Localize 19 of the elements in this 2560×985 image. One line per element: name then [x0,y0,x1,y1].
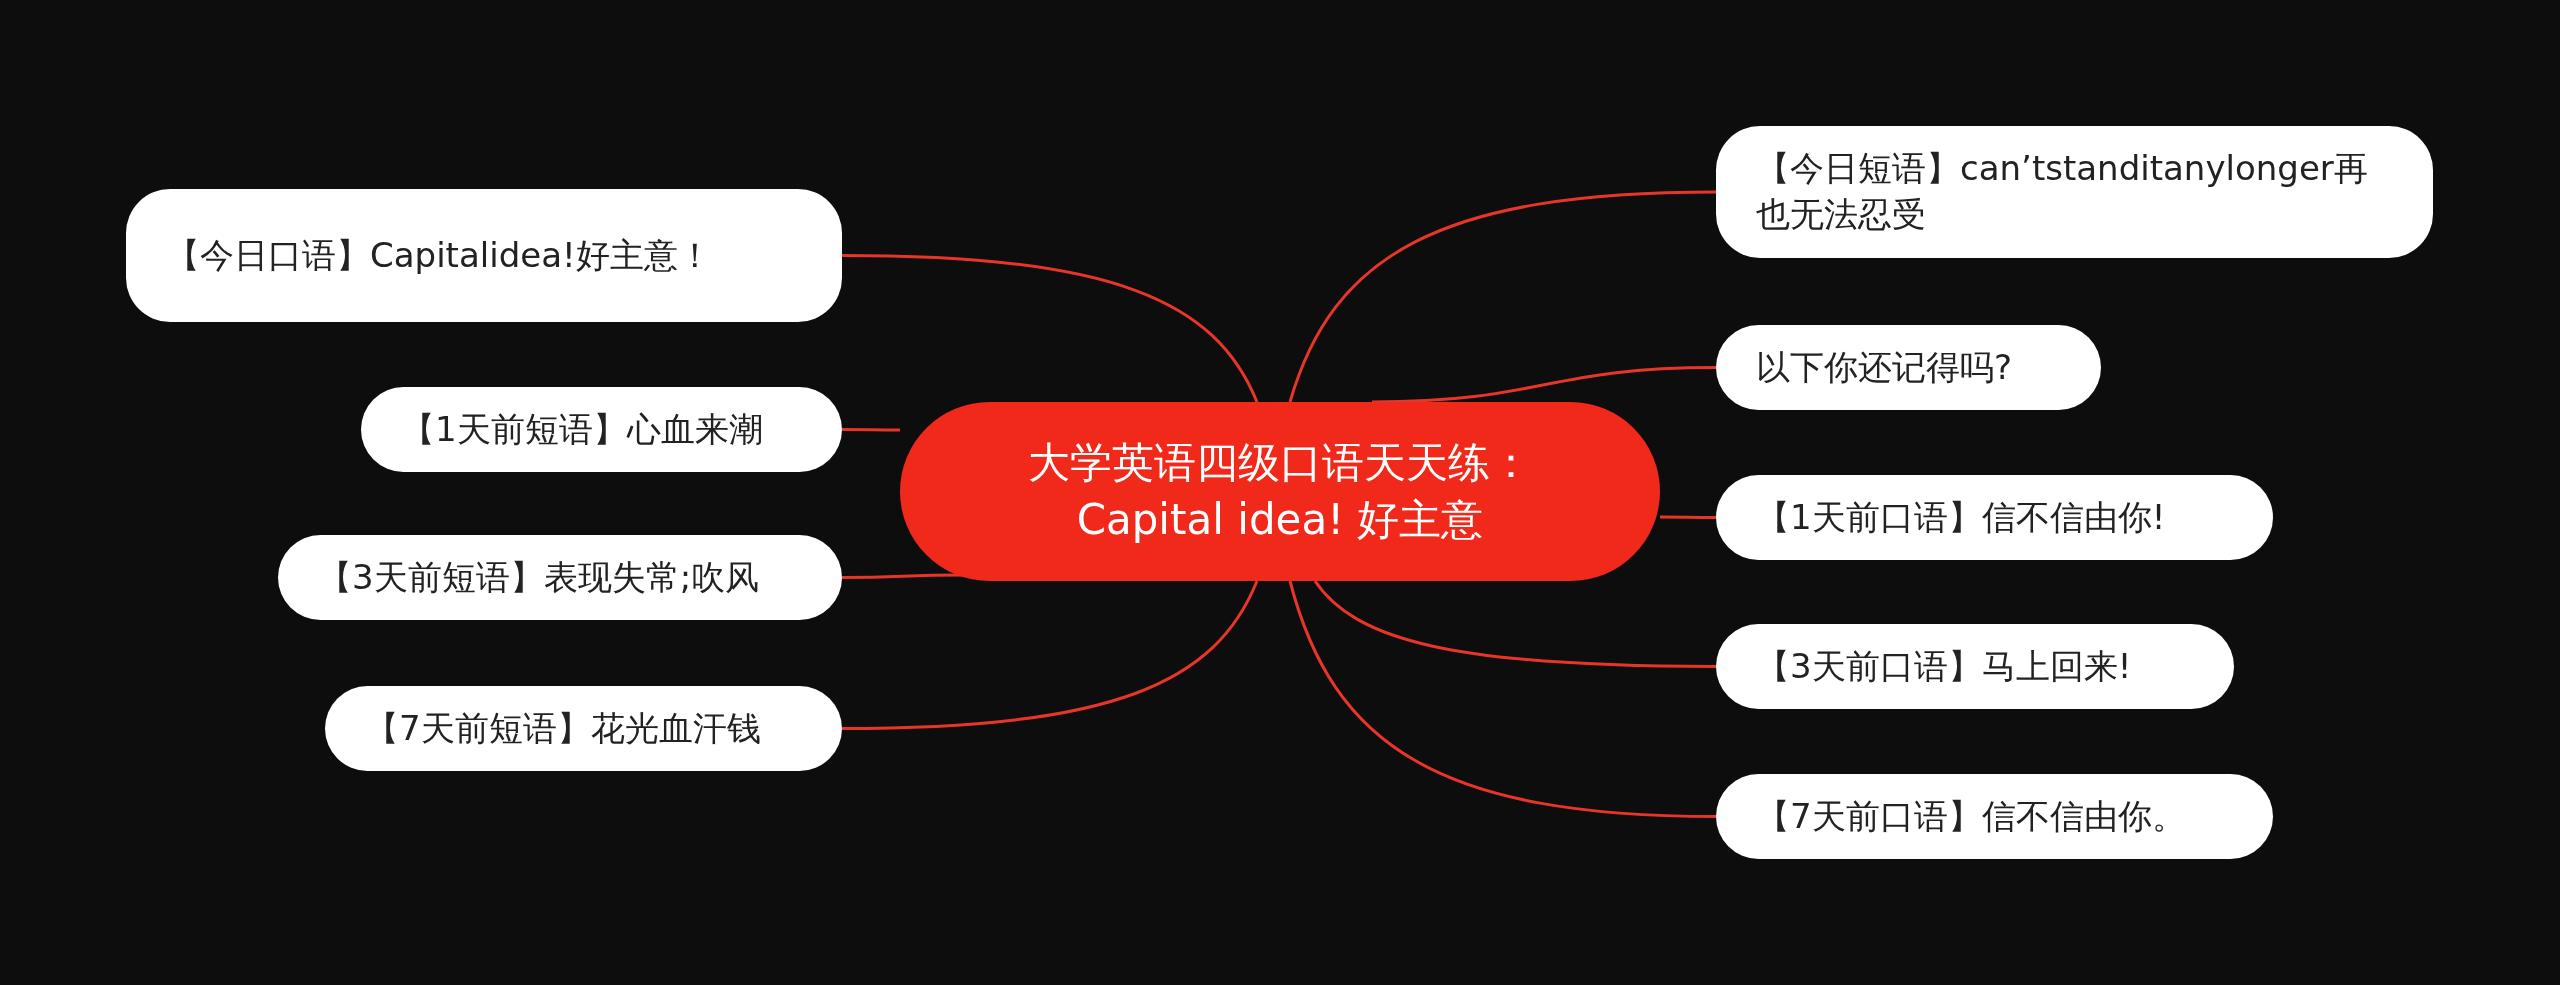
connector-curve [1660,515,1716,519]
connector-curve [841,580,1259,730]
topic-pill: 【1天前口语】信不信由你! [1716,475,2273,560]
connector-curve [1371,366,1717,404]
topic-pill: 【今日短语】can’tstanditanylonger再也无法忍受 [1716,126,2433,258]
connector-curve [841,254,1259,403]
topic-pill: 【1天前短语】心血来潮 [361,387,842,472]
topic-pill: 以下你还记得吗? [1716,325,2101,410]
topic-pill: 【今日口语】Capitalidea!好主意！ [126,189,842,322]
connector-curve [842,428,900,432]
topic-pill: 【3天前短语】表现失常;吹风 [278,535,842,620]
topic-pill: 【7天前口语】信不信由你。 [1716,774,2273,859]
connector-curve [1288,190,1717,403]
central-topic: 大学英语四级口语天天练：Capital idea! 好主意 [900,402,1660,581]
connector-curve [842,573,963,579]
connector-curve [1288,580,1717,818]
topic-pill: 【7天前短语】花光血汗钱 [325,686,842,771]
topic-pill: 【3天前口语】马上回来! [1716,624,2234,709]
connector-curve [1313,580,1716,668]
